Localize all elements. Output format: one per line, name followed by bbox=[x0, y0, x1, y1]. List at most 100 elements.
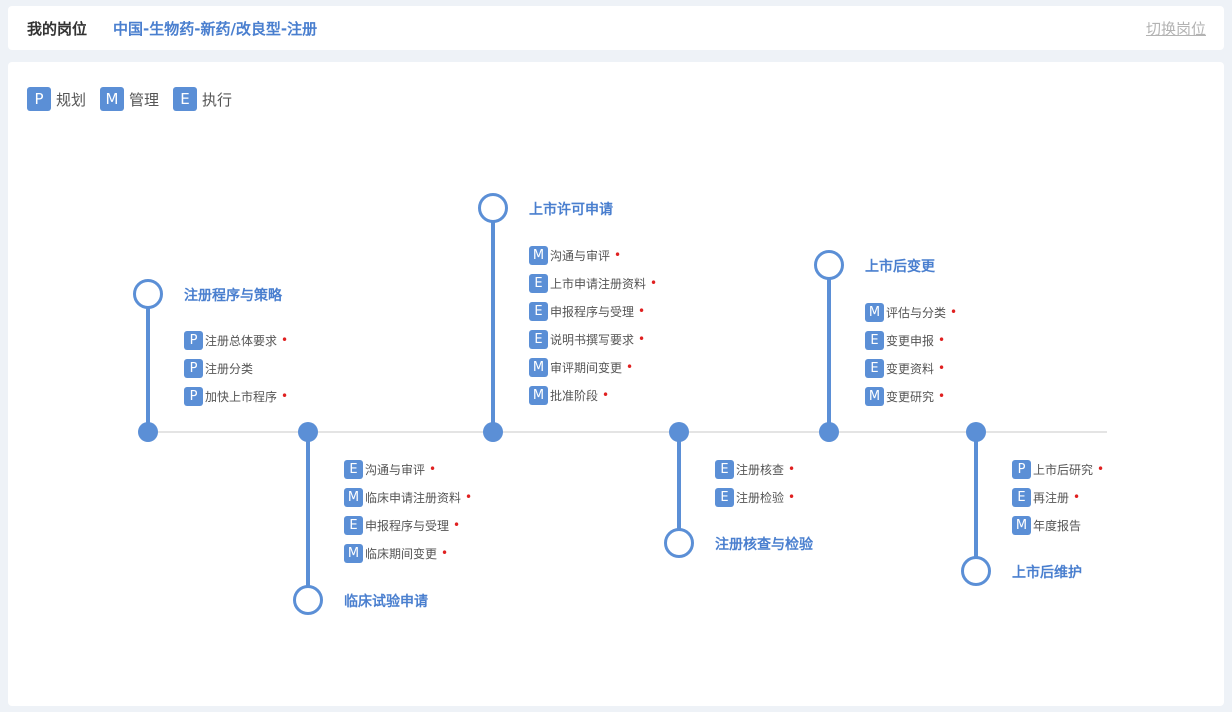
stage-connector bbox=[827, 265, 831, 432]
required-dot-icon: • bbox=[626, 360, 634, 374]
required-dot-icon: • bbox=[1073, 490, 1081, 504]
role-badge: E bbox=[1012, 487, 1031, 507]
stage-item-label: 再注册 bbox=[1033, 490, 1070, 505]
stage-item-label: 上市后研究 bbox=[1033, 462, 1094, 477]
legend-badge: P bbox=[27, 87, 51, 111]
role-badge: E bbox=[344, 459, 363, 479]
legend-label: 规划 bbox=[56, 90, 87, 109]
stage-item-label: 沟通与审评 bbox=[550, 248, 611, 263]
legend-label: 执行 bbox=[202, 90, 233, 109]
stage-ring[interactable] bbox=[961, 556, 991, 586]
header-bar: 我的岗位 中国-生物药-新药/改良型-注册 切换岗位 bbox=[8, 6, 1224, 50]
stage-ring[interactable] bbox=[293, 585, 323, 615]
role-badge: M bbox=[1012, 515, 1031, 535]
required-dot-icon: • bbox=[602, 388, 610, 402]
legend-badge: E bbox=[173, 87, 198, 111]
role-badge: E bbox=[865, 358, 884, 378]
required-dot-icon: • bbox=[788, 490, 796, 504]
stage-ring[interactable] bbox=[664, 528, 694, 558]
stage-ring[interactable] bbox=[814, 250, 844, 280]
stage-ring[interactable] bbox=[133, 279, 163, 309]
stage-item-label: 批准阶段 bbox=[550, 388, 599, 403]
role-badge: E bbox=[529, 329, 548, 349]
stage-item-label: 变更研究 bbox=[886, 389, 935, 404]
role-badge: E bbox=[715, 487, 734, 507]
stage-item-label: 变更申报 bbox=[886, 333, 935, 348]
stage-item-label: 注册核查 bbox=[736, 462, 785, 477]
stage-item-label: 审评期间变更 bbox=[550, 360, 623, 375]
role-badge: P bbox=[1012, 459, 1031, 479]
role-badge: M bbox=[344, 487, 363, 507]
stage-connector bbox=[974, 432, 978, 571]
role-badge: E bbox=[715, 459, 734, 479]
required-dot-icon: • bbox=[950, 305, 958, 319]
stage-connector bbox=[677, 432, 681, 543]
stage-title[interactable]: 注册程序与策略 bbox=[184, 288, 282, 304]
switch-post-link[interactable]: 切换岗位 bbox=[1145, 20, 1206, 38]
required-dot-icon: • bbox=[281, 389, 289, 403]
stage-title[interactable]: 注册核查与检验 bbox=[715, 537, 813, 553]
legend-item-manage: M 管理 bbox=[100, 87, 159, 111]
stage-title[interactable]: 上市后变更 bbox=[865, 259, 935, 275]
stage-item-label: 临床申请注册资料 bbox=[365, 490, 462, 505]
timeline-axis bbox=[139, 431, 1107, 433]
required-dot-icon: • bbox=[638, 332, 646, 346]
role-badge: P bbox=[184, 358, 203, 378]
timeline-node bbox=[138, 422, 158, 442]
timeline-node bbox=[669, 422, 689, 442]
legend: P 规划 M 管理 E 执行 bbox=[27, 87, 232, 111]
role-badge: P bbox=[184, 330, 203, 350]
required-dot-icon: • bbox=[650, 276, 658, 290]
required-dot-icon: • bbox=[938, 389, 946, 403]
role-badge: E bbox=[344, 515, 363, 535]
stage-item-label: 申报程序与受理 bbox=[365, 518, 450, 533]
required-dot-icon: • bbox=[1097, 462, 1105, 476]
stage-item-label: 变更资料 bbox=[886, 361, 935, 376]
stage-item-label: 沟通与审评 bbox=[365, 462, 426, 477]
timeline-node bbox=[483, 422, 503, 442]
stage-item-label: 加快上市程序 bbox=[205, 389, 278, 404]
role-badge: M bbox=[865, 302, 884, 322]
timeline-node bbox=[298, 422, 318, 442]
stage-item-label: 评估与分类 bbox=[886, 305, 947, 320]
stage-connector bbox=[491, 208, 495, 432]
legend-badge: M bbox=[100, 87, 125, 111]
stage-ring[interactable] bbox=[478, 193, 508, 223]
stage-item-label: 注册检验 bbox=[736, 490, 785, 505]
role-badge: M bbox=[529, 245, 548, 265]
stage-item-label: 上市申请注册资料 bbox=[550, 276, 647, 291]
role-badge: M bbox=[344, 543, 363, 563]
stage-title[interactable]: 临床试验申请 bbox=[344, 594, 428, 610]
timeline-node bbox=[966, 422, 986, 442]
stage-title[interactable]: 上市后维护 bbox=[1012, 565, 1082, 581]
role-badge: E bbox=[529, 273, 548, 293]
role-badge: M bbox=[529, 385, 548, 405]
stage-title[interactable]: 上市许可申请 bbox=[529, 202, 613, 218]
